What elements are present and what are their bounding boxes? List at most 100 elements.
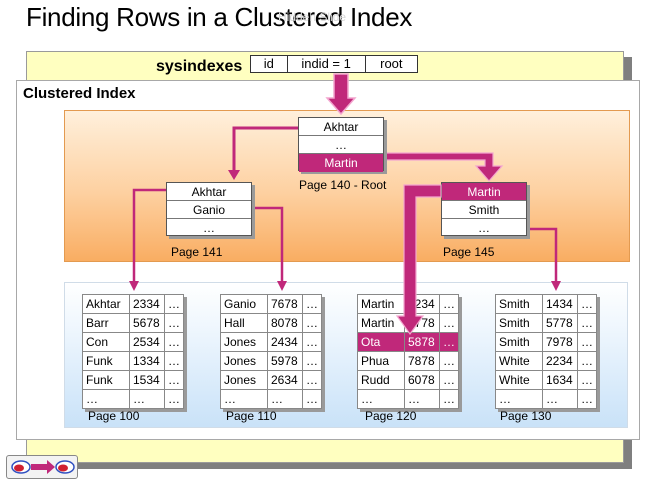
leaf-cell-value: 5878 — [404, 332, 440, 352]
leaf-cell-more: … — [439, 294, 459, 314]
leaf-cell-more: … — [164, 332, 184, 352]
sysindexes-col-id: id — [251, 56, 288, 72]
leaf-cell-key: Smith — [495, 313, 543, 333]
leaf-cell-key: Barr — [82, 313, 130, 333]
leaf-cell-value: 2634 — [267, 370, 303, 390]
leaf-cell-value: 5778 — [542, 313, 578, 333]
sysindexes-col-indid: indid = 1 — [288, 56, 366, 72]
leaf-cell-key: … — [82, 389, 130, 409]
leaf-cell-key: … — [357, 389, 405, 409]
leaf-cell-key: Con — [82, 332, 130, 352]
leaf-page-100-label: Page 100 — [88, 409, 140, 423]
leaf-cell-key: White — [495, 370, 543, 390]
leaf-cell-value: 7678 — [267, 294, 303, 314]
leaf-cell-more: … — [577, 370, 597, 390]
leaf-row: ……… — [357, 389, 459, 409]
root-page-140: Akhtar … Martin — [298, 117, 384, 172]
leaf-cell-more: … — [439, 313, 459, 333]
intermediate-page-row: Akhtar — [167, 183, 251, 201]
leaf-page-130-label: Page 130 — [500, 409, 552, 423]
leaf-cell-key: … — [220, 389, 268, 409]
intermediate-page-row: … — [478, 221, 490, 235]
leaf-cell-value: 1634 — [542, 370, 578, 390]
root-page-label: Page 140 - Root — [299, 178, 387, 192]
leaf-cell-more: … — [164, 370, 184, 390]
leaf-cell-value: 7878 — [404, 351, 440, 371]
leaf-cell-value: 2434 — [267, 332, 303, 352]
leaf-cell-more: … — [302, 370, 322, 390]
leaf-cell-more: … — [439, 332, 459, 352]
leaf-cell-more: … — [164, 389, 184, 409]
root-page-row: … — [299, 136, 383, 154]
leaf-cell-value: 8078 — [267, 313, 303, 333]
hidden-slide-watermark: Hidden Slide — [278, 10, 347, 24]
leaf-cell-value: 2334 — [129, 294, 165, 314]
leaf-cell-key: Smith — [495, 332, 543, 352]
leaf-cell-value: 7978 — [542, 332, 578, 352]
leaf-cell-more: … — [164, 294, 184, 314]
leaf-cell-more: … — [577, 294, 597, 314]
leaf-cell-key: Jones — [220, 370, 268, 390]
leaf-cell-key: Ganio — [220, 294, 268, 314]
slide-navigation-button[interactable] — [6, 455, 78, 479]
slide-title: Finding Rows in a Clustered Index — [26, 2, 413, 32]
leaf-row: ……… — [220, 389, 322, 409]
leaf-cell-value: 1334 — [129, 351, 165, 371]
root-page-row-highlighted: Martin — [299, 154, 383, 172]
sysindexes-col-root: root — [380, 56, 403, 71]
leaf-cell-value: 5678 — [129, 313, 165, 333]
root-page-row: Akhtar — [299, 118, 383, 136]
leaf-cell-key: Phua — [357, 351, 405, 371]
leaf-cell-value: … — [404, 389, 440, 409]
leaf-cell-more: … — [439, 370, 459, 390]
leaf-cell-value: … — [267, 389, 303, 409]
leaf-cell-more: … — [164, 313, 184, 333]
leaf-cell-key: Jones — [220, 351, 268, 371]
leaf-cell-key: Rudd — [357, 370, 405, 390]
leaf-cell-value: 6078 — [404, 370, 440, 390]
leaf-cell-value: 2234 — [542, 351, 578, 371]
leaf-cell-key: Hall — [220, 313, 268, 333]
slide-navigation-icon — [11, 460, 75, 474]
intermediate-page-141: Akhtar Ganio … — [166, 182, 252, 236]
leaf-cell-value: … — [129, 389, 165, 409]
clustered-index-label: Clustered Index — [23, 85, 136, 102]
leaf-cell-value: 7778 — [404, 313, 440, 333]
leaf-cell-key: Funk — [82, 351, 130, 371]
intermediate-page-row: Smith — [442, 201, 526, 219]
leaf-cell-more: … — [302, 313, 322, 333]
leaf-cell-more: … — [164, 351, 184, 371]
intermediate-page-row: … — [203, 221, 215, 235]
leaf-cell-more: … — [439, 351, 459, 371]
leaf-cell-key: Jones — [220, 332, 268, 352]
leaf-cell-value: 2534 — [129, 332, 165, 352]
leaf-cell-more: … — [577, 351, 597, 371]
intermediate-page-row-highlighted: Martin — [442, 183, 526, 201]
leaf-cell-value: 1234 — [404, 294, 440, 314]
leaf-cell-more: … — [302, 332, 322, 352]
leaf-row: ……… — [495, 389, 597, 409]
leaf-cell-key: Smith — [495, 294, 543, 314]
sysindexes-label: sysindexes — [156, 58, 243, 75]
intermediate-page-row: Ganio — [167, 201, 251, 219]
